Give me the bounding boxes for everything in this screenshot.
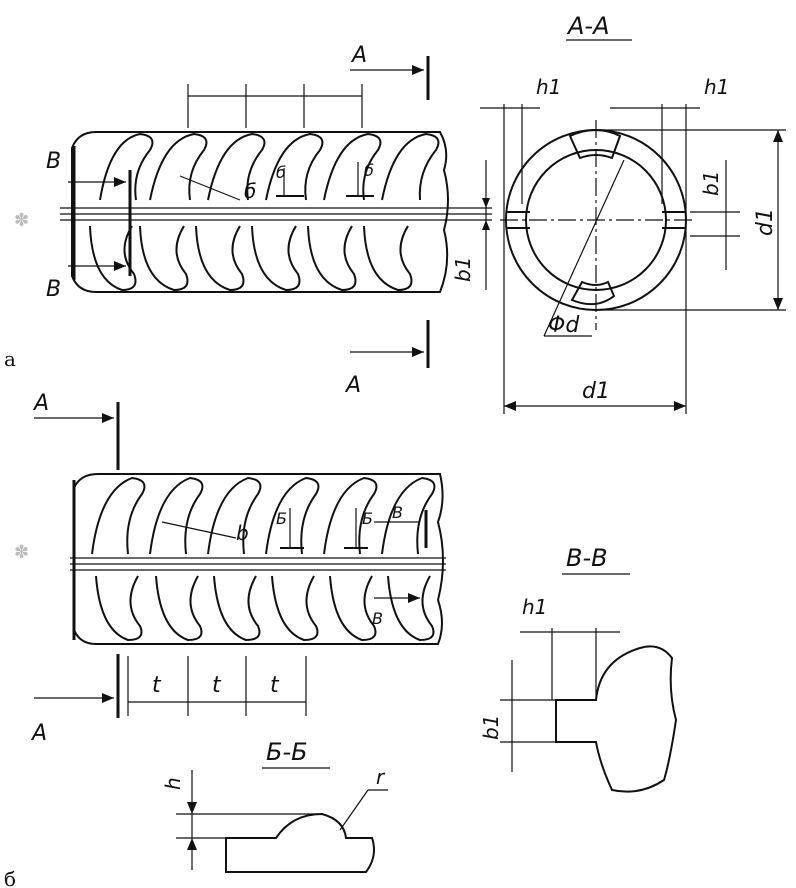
callout-b-rib: б [244, 179, 256, 203]
dim-d1-vertical: d1 [753, 208, 778, 236]
section-bb-r: r [376, 765, 386, 789]
dim-b1-section: b1 [699, 171, 723, 196]
callout-b-mark-1: б [276, 163, 286, 182]
figure-b-caption: б [4, 867, 16, 888]
section-a-a [480, 104, 786, 414]
cut-letter-a-top: А [350, 43, 367, 68]
section-v-mark-top: В [46, 149, 61, 174]
callout-b-rib-lower: b [236, 521, 249, 545]
figure-a-side-view: ✽ [14, 56, 492, 368]
cut-letter-a-bottom: А [344, 373, 361, 398]
section-vv-h1: h1 [522, 595, 547, 619]
section-bb-h: h [161, 777, 185, 790]
dim-h1-left: h1 [536, 75, 561, 99]
callout-vv-mark-top: В [392, 503, 403, 522]
section-v-v-title: В-В [566, 544, 608, 572]
section-vv-b1: b1 [479, 715, 503, 740]
dim-d1-horizontal: d1 [582, 379, 610, 404]
svg-text:✽: ✽ [14, 210, 29, 231]
cut-letter-b-top: А [32, 391, 49, 416]
pitch-label-1: t [152, 673, 162, 698]
pitch-label-3: t [270, 673, 280, 698]
figure-b-side-view: ✽ [14, 402, 446, 718]
dim-h1-right: h1 [704, 75, 729, 99]
callout-bb-mark-2: Б [362, 509, 373, 528]
figure-a-caption: а [4, 347, 16, 371]
pitch-label-2: t [212, 673, 222, 698]
section-v-v [500, 628, 678, 793]
section-b-b [176, 770, 388, 873]
dim-phi-d: Φd [548, 313, 580, 338]
dim-b1-side: b1 [451, 257, 475, 282]
section-b-b-title: Б-Б [266, 738, 308, 766]
cut-letter-b-bottom: А [30, 721, 47, 746]
svg-text:✽: ✽ [14, 542, 29, 563]
callout-vv-mark-bottom: В [372, 609, 383, 628]
section-v-mark-bottom: В [46, 277, 61, 302]
callout-bb-mark-1: Б [276, 509, 287, 528]
callout-b-mark-2: б [364, 161, 374, 180]
section-a-a-title: А-А [566, 12, 610, 40]
